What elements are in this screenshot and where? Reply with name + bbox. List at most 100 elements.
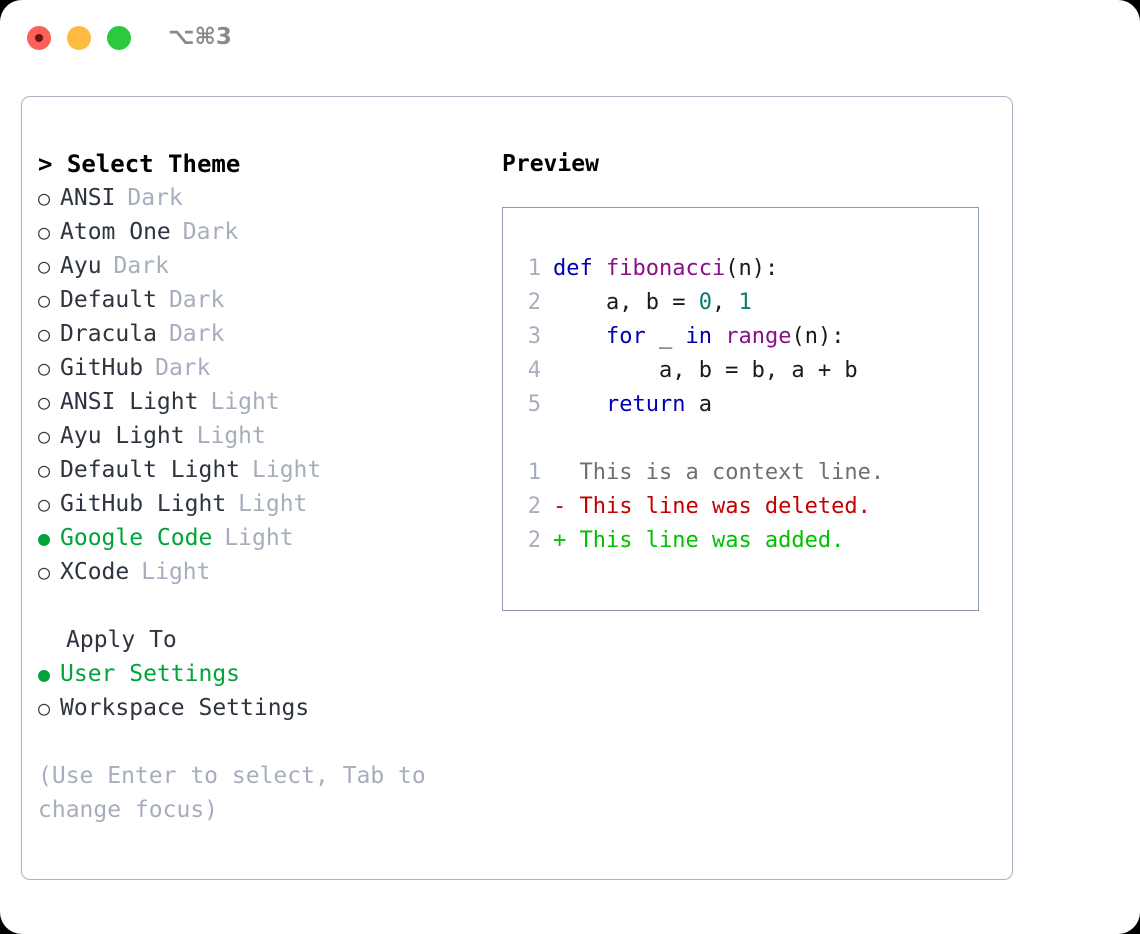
- code-line: 5 return a: [503, 388, 978, 422]
- code-token: [593, 256, 606, 281]
- code-token: [712, 324, 725, 349]
- section-spacer: [38, 589, 478, 623]
- code-line: 4 a, b = b, a + b: [503, 354, 978, 388]
- radio-unselected-icon: ○: [38, 696, 51, 720]
- radio-unselected-icon: ○: [38, 390, 51, 414]
- diff-line: 2- This line was deleted.: [503, 490, 978, 524]
- code-token: def: [553, 256, 593, 281]
- apply-to-item[interactable]: ○ Workspace Settings: [38, 691, 478, 725]
- diff-sign-spacer: [566, 456, 579, 490]
- theme-name-label: Default Light: [60, 457, 241, 483]
- radio-unselected-icon: ○: [38, 356, 51, 380]
- code-line-number: 5: [527, 392, 541, 417]
- theme-kind-badge: Dark: [168, 287, 225, 313]
- code-token: a, b = b, a + b: [553, 358, 858, 383]
- theme-kind-badge: Light: [210, 389, 280, 415]
- code-token: 0: [698, 290, 712, 315]
- preview-title: Preview: [502, 151, 599, 177]
- theme-kind-badge: Dark: [155, 355, 211, 381]
- theme-list-item[interactable]: ○ Ayu Dark: [38, 249, 478, 283]
- code-token: a: [685, 392, 712, 417]
- code-token: 1: [738, 290, 752, 315]
- radio-unselected-icon: ○: [38, 492, 51, 516]
- radio-unselected-icon: ○: [38, 220, 51, 244]
- theme-kind-badge: Light: [141, 559, 211, 585]
- diff-sign: [553, 456, 566, 490]
- diff-sign-spacer: [566, 524, 579, 558]
- code-token: _: [645, 324, 686, 349]
- theme-name-label: ANSI Light: [60, 389, 199, 415]
- apply-to-title: Apply To: [66, 627, 177, 653]
- theme-list-item[interactable]: ○ Ayu Light Light: [38, 419, 478, 453]
- code-line-number: 4: [527, 358, 541, 383]
- code-line-text: a, b = b, a + b: [553, 354, 858, 388]
- theme-picker-title: > Select Theme: [38, 150, 241, 178]
- radio-selected-icon: ●: [38, 526, 51, 550]
- code-line-text: def fibonacci(n):: [553, 252, 778, 286]
- diff-spacer: [503, 422, 978, 456]
- apply-to-label: User Settings: [60, 661, 241, 687]
- maximize-button-icon[interactable]: [107, 26, 131, 50]
- code-line-text: return a: [553, 388, 712, 422]
- apply-to-label: Workspace Settings: [60, 695, 310, 721]
- radio-unselected-icon: ○: [38, 254, 51, 278]
- theme-kind-badge: Light: [252, 457, 322, 483]
- diff-line-number: 1: [527, 460, 541, 485]
- theme-name-label: XCode: [60, 559, 130, 585]
- code-token: range: [725, 324, 792, 349]
- theme-name-label: GitHub: [60, 355, 144, 381]
- theme-name-label: Dracula: [60, 321, 157, 347]
- theme-kind-badge: Dark: [168, 321, 225, 347]
- theme-list-item[interactable]: ○ GitHub Dark: [38, 351, 478, 385]
- code-line-number: 3: [527, 324, 541, 349]
- theme-list-item[interactable]: ○ Atom One Dark: [38, 215, 478, 249]
- theme-list-item[interactable]: ○ ANSI Dark: [38, 181, 478, 215]
- code-token: [553, 324, 606, 349]
- diff-line-number: 2: [527, 528, 541, 553]
- apply-to-list: ● User Settings ○ Workspace Settings: [38, 657, 478, 725]
- theme-list-item[interactable]: ○ ANSI Light Light: [38, 385, 478, 419]
- code-line: 1 def fibonacci(n):: [503, 252, 978, 286]
- close-button-icon[interactable]: [27, 26, 51, 50]
- code-token: ,: [711, 290, 739, 315]
- diff-sign: -: [553, 494, 567, 519]
- theme-list-item[interactable]: ○ Default Dark: [38, 283, 478, 317]
- code-token: (n):: [725, 256, 779, 281]
- theme-kind-badge: Dark: [182, 219, 239, 245]
- code-line-text: for _ in range(n):: [553, 320, 844, 354]
- window-title: ⌥⌘3: [168, 24, 232, 50]
- radio-unselected-icon: ○: [38, 288, 51, 312]
- code-token: fibonacci: [606, 256, 726, 281]
- apply-to-item[interactable]: ● User Settings: [38, 657, 478, 691]
- theme-name-label: Default: [60, 287, 157, 313]
- diff-line-text: This line was added.: [579, 528, 845, 553]
- theme-kind-badge: Dark: [127, 185, 183, 211]
- code-line: 3 for _ in range(n):: [503, 320, 978, 354]
- theme-name-label: Ayu Light: [60, 423, 185, 449]
- code-token: for: [605, 324, 646, 349]
- theme-kind-badge: Dark: [113, 253, 169, 279]
- radio-selected-icon: ●: [38, 662, 51, 686]
- minimize-button-icon[interactable]: [67, 26, 91, 50]
- code-line-number: 1: [527, 256, 541, 281]
- theme-name-label: Atom One: [60, 219, 171, 245]
- keyboard-hint-text: (Use Enter to select, Tab to change focu…: [38, 763, 426, 823]
- theme-name-label: Ayu: [60, 253, 102, 279]
- code-line: 2 a, b = 0, 1: [503, 286, 978, 320]
- theme-name-label: GitHub Light: [60, 491, 227, 517]
- theme-name-label: ANSI: [60, 185, 116, 211]
- diff-line: 2+ This line was added.: [503, 524, 978, 558]
- code-token: a, b =: [553, 290, 699, 315]
- theme-kind-badge: Light: [196, 423, 266, 449]
- radio-unselected-icon: ○: [38, 186, 51, 210]
- radio-unselected-icon: ○: [38, 424, 51, 448]
